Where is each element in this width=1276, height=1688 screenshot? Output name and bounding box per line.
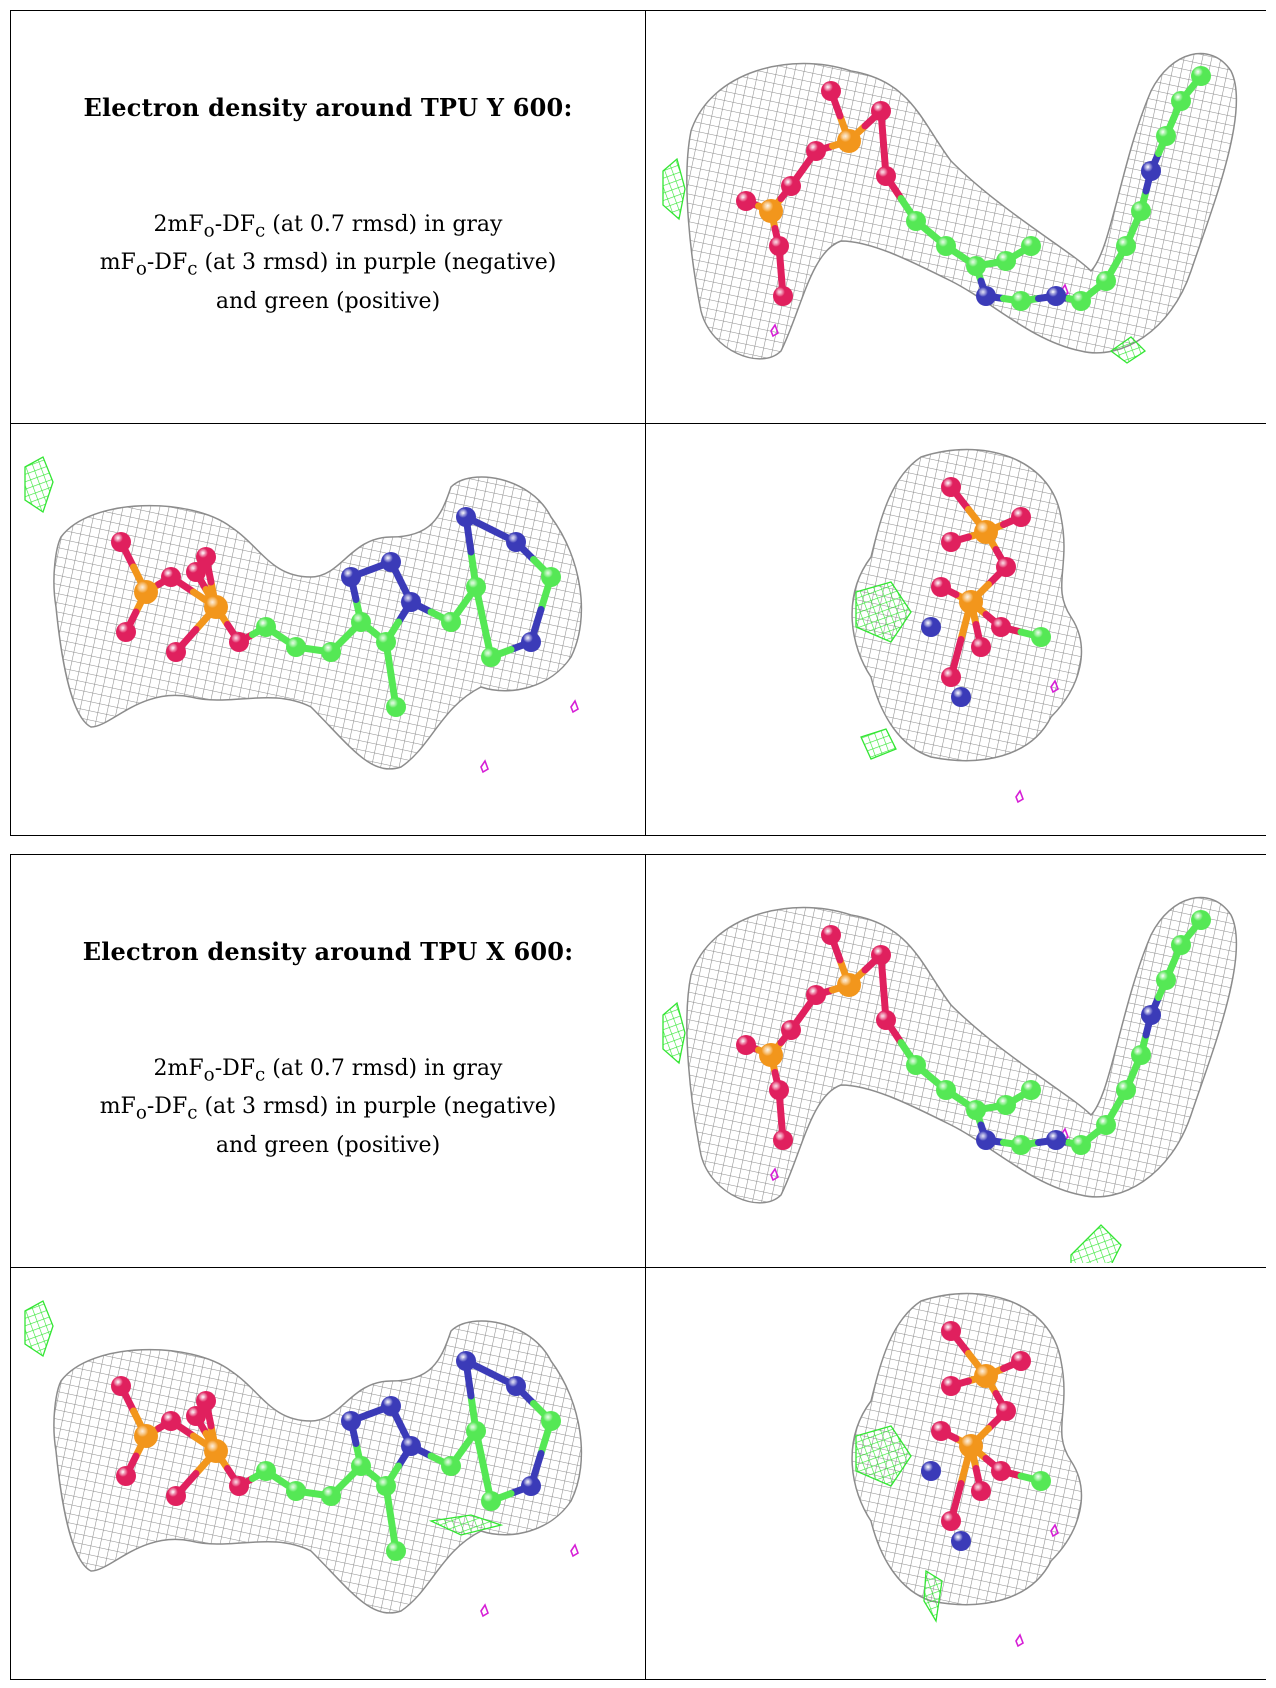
legend-line-fofc: mFo-DFc (at 3 rmsd) in purple (negative)	[99, 1094, 557, 1124]
cell-divider-horizontal	[11, 423, 1266, 424]
molecule-render	[851, 448, 1083, 804]
map-legend: 2mFo-DFc (at 0.7 rmsd) in gray mFo-DFc (…	[11, 209, 645, 318]
density-view-front	[11, 427, 643, 833]
density-view-end-on	[651, 1271, 1265, 1677]
molecule-render	[24, 456, 583, 774]
molecule-render	[662, 52, 1238, 364]
molecule-render	[662, 896, 1238, 1263]
figure-panel-tpu-y: Electron density around TPU Y 600: 2mFo-…	[10, 10, 1266, 836]
legend-line-2fofc: 2mFo-DFc (at 0.7 rmsd) in gray	[153, 1056, 503, 1086]
legend-line-2fofc: 2mFo-DFc (at 0.7 rmsd) in gray	[153, 212, 503, 242]
legend-line-fofc: mFo-DFc (at 3 rmsd) in purple (negative)	[99, 250, 557, 280]
legend-line-colors: and green (positive)	[215, 288, 441, 314]
legend-line-colors: and green (positive)	[215, 1132, 441, 1158]
molecule-render	[851, 1292, 1083, 1648]
figure-panel-tpu-x: Electron density around TPU X 600: 2mFo-…	[10, 854, 1266, 1680]
density-view-side	[651, 855, 1265, 1263]
density-view-end-on	[651, 427, 1265, 833]
panel-title: Electron density around TPU Y 600:	[83, 93, 573, 122]
cell-divider-horizontal	[11, 1267, 1266, 1268]
map-legend: 2mFo-DFc (at 0.7 rmsd) in gray mFo-DFc (…	[11, 1053, 645, 1162]
caption-cell: Electron density around TPU X 600: 2mFo-…	[11, 855, 645, 1267]
panel-title: Electron density around TPU X 600:	[82, 937, 574, 966]
density-view-side	[651, 11, 1265, 419]
density-view-front	[11, 1271, 643, 1677]
caption-cell: Electron density around TPU Y 600: 2mFo-…	[11, 11, 645, 423]
molecule-render	[24, 1300, 583, 1618]
